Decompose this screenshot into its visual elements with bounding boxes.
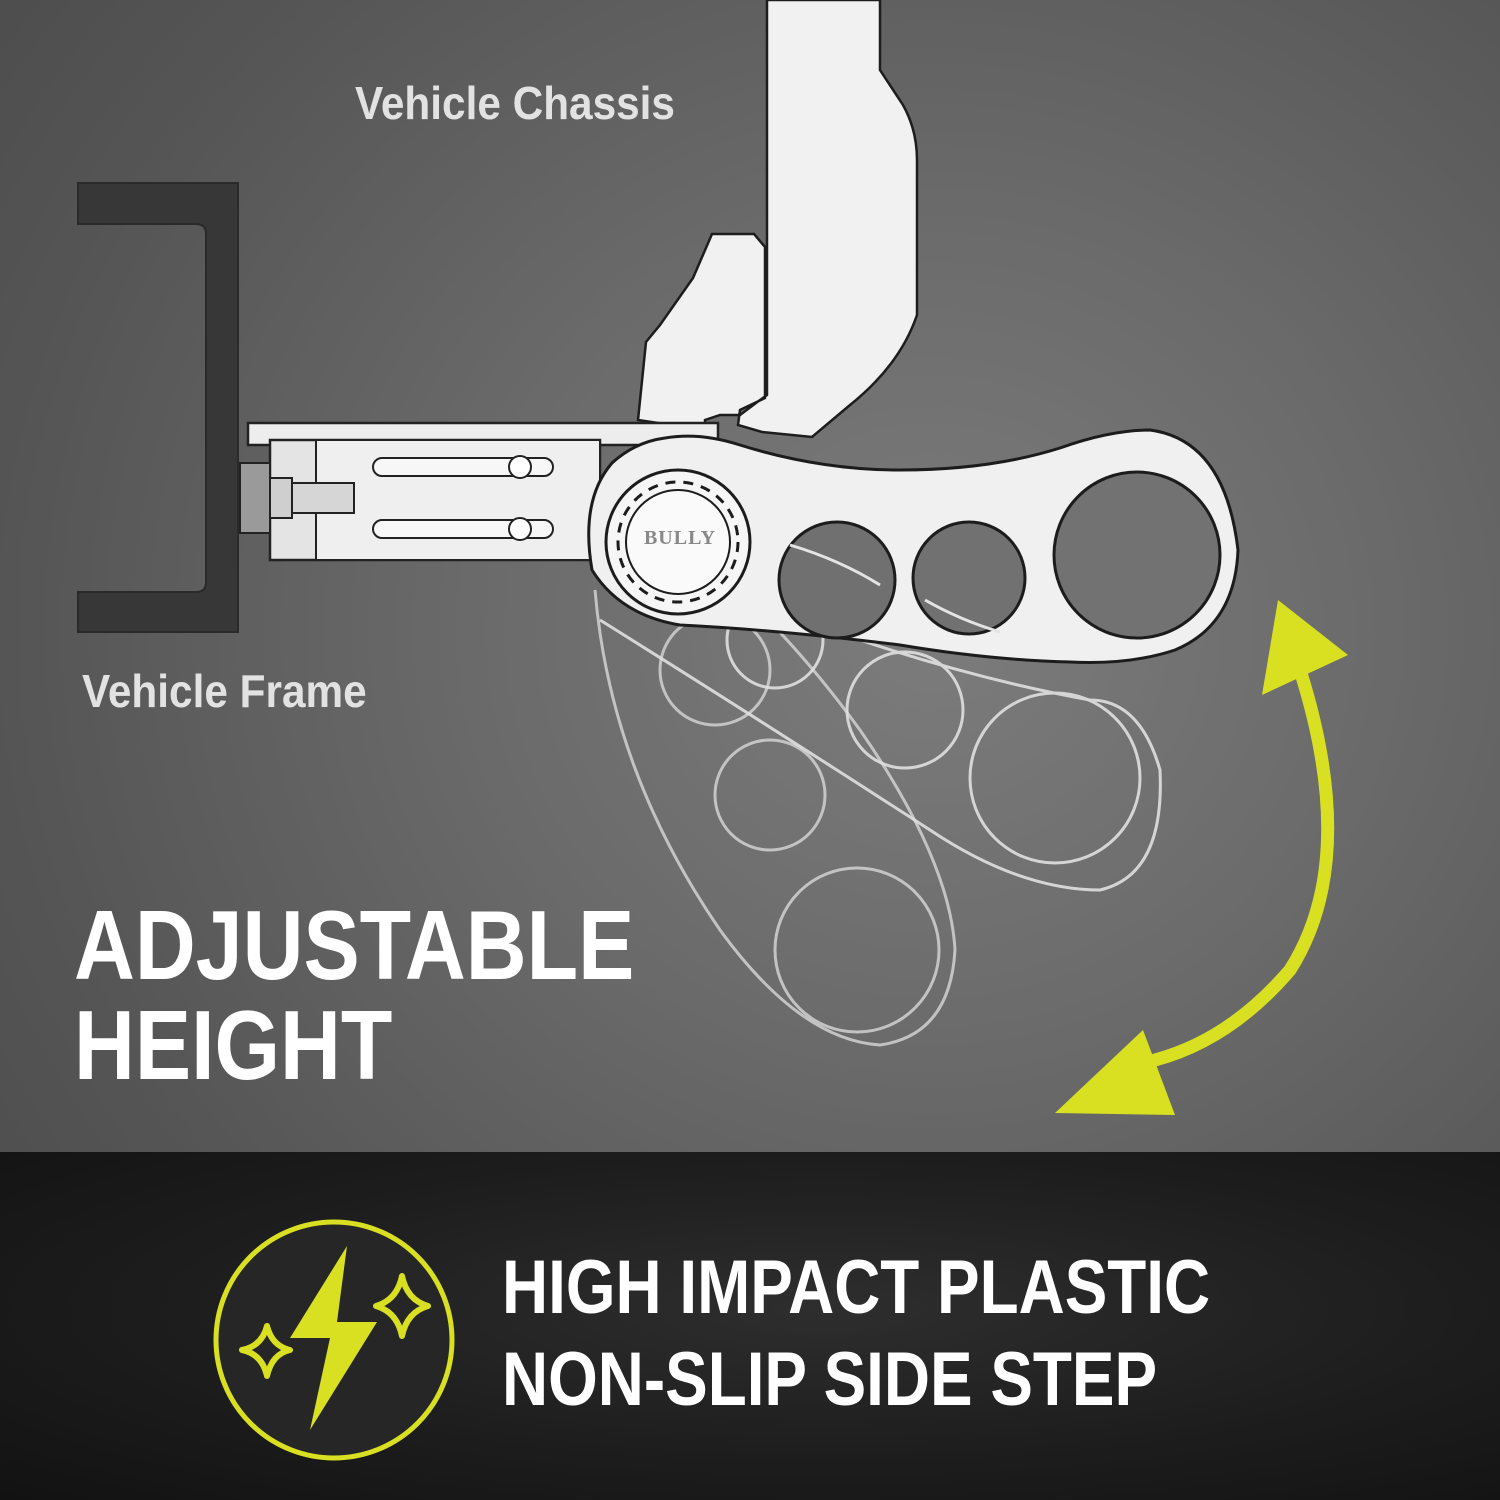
feature-line-2: NON-SLIP SIDE STEP [502,1337,1158,1422]
bracket-slot-bottom [372,519,554,539]
feature-badge [213,1219,455,1461]
vehicle-frame-channel [77,182,239,633]
headline: ADJUSTABLE HEIGHT [74,895,634,1095]
bracket-bolt [508,517,532,541]
sparkle-icon [239,1323,293,1379]
step-gear-hub [604,468,752,616]
headline-line-1: ADJUSTABLE [74,890,635,1000]
step-ghost-lower [593,558,957,1047]
lightning-bolt-icon [290,1246,377,1430]
bracket-bolt [508,455,532,479]
ghost-line [924,598,1001,634]
bracket-bolt-head [269,477,293,519]
step-hole [777,520,897,640]
vehicle-chassis [636,0,919,439]
vehicle-frame-label: Vehicle Frame [82,665,367,717]
bracket-slot-top [372,457,554,477]
sparkle-icon [373,1273,431,1339]
step-hole [1052,470,1222,640]
ghost-line [789,543,881,587]
vehicle-chassis-label: Vehicle Chassis [355,77,675,129]
bracket-clamp [291,482,355,514]
step-hole [911,520,1027,636]
feature-line-1: HIGH IMPACT PLASTIC [502,1245,1211,1330]
headline-line-2: HEIGHT [74,990,393,1100]
brand-logo: BULLY [643,527,717,549]
double-arrow-icon [1055,600,1348,1115]
frame-bolt-nut [239,462,271,534]
feature-text: HIGH IMPACT PLASTIC NON-SLIP SIDE STEP [502,1242,1210,1426]
